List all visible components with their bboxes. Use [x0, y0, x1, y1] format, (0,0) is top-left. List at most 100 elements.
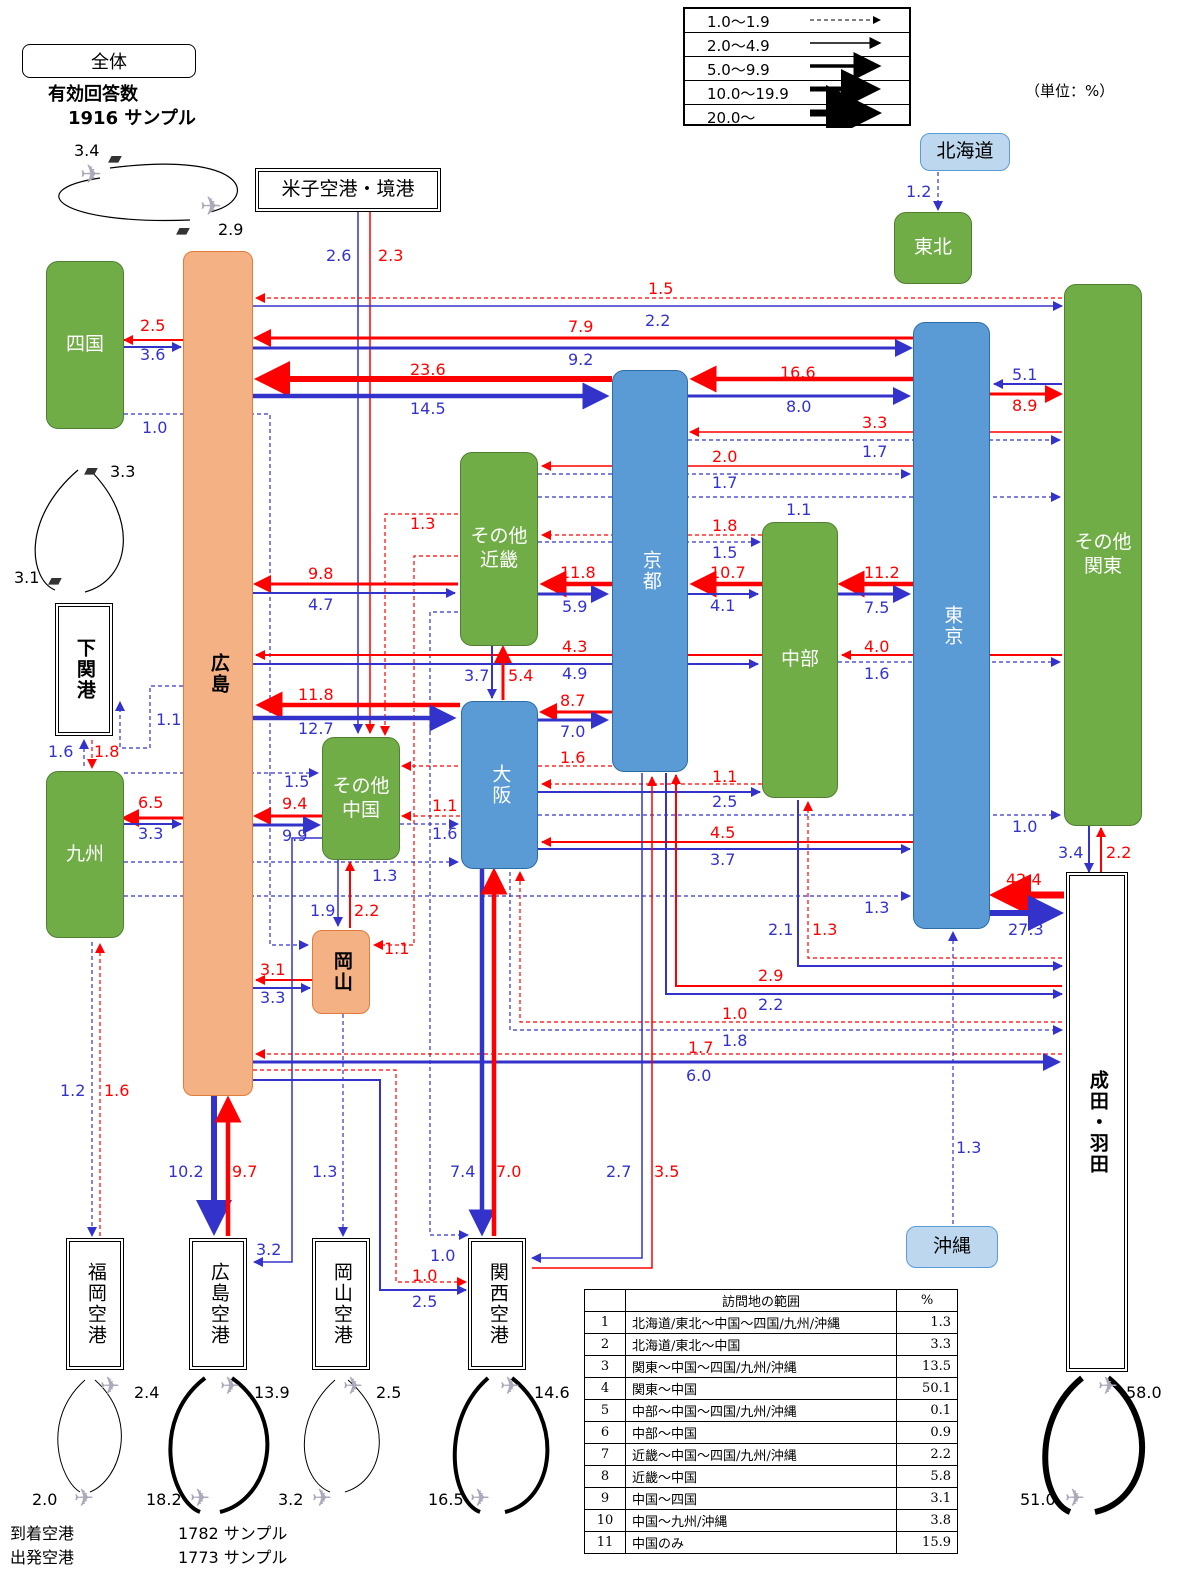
flow-label: 1.5 — [712, 543, 737, 562]
flow-label: 3.1 — [260, 960, 285, 979]
flow-label: 2.5 — [412, 1292, 437, 1311]
flow-label: 1.6 — [560, 748, 585, 767]
flow-label: 1.6 — [864, 664, 889, 683]
table-body: 1北海道/東北〜中国〜四国/九州/沖縄1.32北海道/東北〜中国3.33関東〜中… — [585, 1312, 958, 1554]
flow-label: 16.5 — [428, 1490, 464, 1509]
flow-label: 6.0 — [686, 1066, 711, 1085]
flow-label: 3.3 — [138, 824, 163, 843]
flow-label: 5.4 — [508, 666, 533, 685]
table-cell-no: 6 — [585, 1422, 626, 1444]
table-cell-no: 11 — [585, 1532, 626, 1554]
flow-label: 9.4 — [282, 794, 307, 813]
flow-label: 10.7 — [710, 563, 746, 582]
flow-label: 2.0 — [712, 447, 737, 466]
flow-label: 23.6 — [410, 360, 446, 379]
flow-label: 16.6 — [780, 363, 816, 382]
table-cell-pct: 13.5 — [897, 1356, 958, 1378]
flow-label: 1.5 — [648, 279, 673, 298]
flow-label: 1.1 — [156, 710, 181, 729]
table-cell-range: 北海道/東北〜中国 — [626, 1334, 897, 1356]
visit-range-table: 訪問地の範囲 % 1北海道/東北〜中国〜四国/九州/沖縄1.32北海道/東北〜中… — [584, 1289, 958, 1554]
flow-label: 1.1 — [712, 767, 737, 786]
table-cell-no: 7 — [585, 1444, 626, 1466]
flow-label: 3.4 — [1058, 843, 1083, 862]
table-row: 8近畿〜中国5.8 — [585, 1466, 958, 1488]
flow-label: 1.6 — [432, 824, 457, 843]
flow-label: 2.4 — [134, 1383, 159, 1402]
table-cell-range: 中国のみ — [626, 1532, 897, 1554]
flow-label: 3.1 — [14, 568, 39, 587]
flow-label: 11.8 — [298, 685, 334, 704]
flow-label: 1.8 — [712, 516, 737, 535]
flow-label: 11.8 — [560, 563, 596, 582]
flow-label: 2.6 — [326, 246, 351, 265]
flow-label: 1.1 — [384, 939, 409, 958]
flow-label: 1.3 — [410, 514, 435, 533]
table-cell-range: 中国〜四国 — [626, 1488, 897, 1510]
arrival-label: 到着空港 — [10, 1520, 74, 1544]
flow-label: 11.2 — [864, 563, 900, 582]
flow-label: 2.5 — [376, 1383, 401, 1402]
table-cell-pct: 0.9 — [897, 1422, 958, 1444]
table-header-range: 訪問地の範囲 — [626, 1290, 897, 1312]
flow-label: 3.7 — [710, 850, 735, 869]
table-cell-no: 3 — [585, 1356, 626, 1378]
arrival-sample: 1782 サンプル — [178, 1520, 287, 1544]
flow-label: 10.2 — [168, 1162, 204, 1181]
table-header-row: 訪問地の範囲 % — [585, 1290, 958, 1312]
table-cell-range: 北海道/東北〜中国〜四国/九州/沖縄 — [626, 1312, 897, 1334]
flow-label: 3.2 — [278, 1490, 303, 1509]
flow-label: 1.0 — [722, 1004, 747, 1023]
flow-label: 9.9 — [282, 826, 307, 845]
flow-label: 5.9 — [562, 597, 587, 616]
flow-label: 3.7 — [464, 666, 489, 685]
table-cell-no: 10 — [585, 1510, 626, 1532]
flow-label: 1.0 — [142, 418, 167, 437]
flow-label: 1.1 — [786, 500, 811, 519]
table-cell-pct: 0.1 — [897, 1400, 958, 1422]
flow-label: 27.3 — [1008, 920, 1044, 939]
table-cell-range: 近畿〜中国 — [626, 1466, 897, 1488]
table-cell-range: 中部〜中国 — [626, 1422, 897, 1444]
flow-label: 8.0 — [786, 397, 811, 416]
flow-label: 18.2 — [146, 1490, 182, 1509]
flow-label: 7.9 — [568, 317, 593, 336]
flow-label: 2.3 — [378, 246, 403, 265]
flow-label: 1.3 — [312, 1162, 337, 1181]
departure-sample: 1773 サンプル — [178, 1544, 287, 1568]
flow-label: 1.8 — [94, 742, 119, 761]
flow-label: 1.2 — [906, 182, 931, 201]
table-cell-no: 5 — [585, 1400, 626, 1422]
table-cell-range: 関東〜中国 — [626, 1378, 897, 1400]
table-header-pct: % — [897, 1290, 958, 1312]
table-row: 10中国〜九州/沖縄3.8 — [585, 1510, 958, 1532]
flow-label: 4.0 — [864, 637, 889, 656]
table-cell-pct: 15.9 — [897, 1532, 958, 1554]
table-cell-no: 8 — [585, 1466, 626, 1488]
flow-label: 3.6 — [140, 345, 165, 364]
flow-label: 3.2 — [256, 1240, 281, 1259]
flow-label: 2.2 — [758, 995, 783, 1014]
flow-label: 1.3 — [372, 866, 397, 885]
flow-label: 1.8 — [722, 1031, 747, 1050]
table-cell-no: 9 — [585, 1488, 626, 1510]
flow-label: 58.0 — [1126, 1383, 1162, 1402]
flow-label: 1.7 — [862, 442, 887, 461]
flow-label: 2.2 — [645, 311, 670, 330]
flow-label: 4.5 — [710, 823, 735, 842]
flow-label: 3.5 — [654, 1162, 679, 1181]
flow-label: 1.2 — [60, 1081, 85, 1100]
flow-label: 4.3 — [562, 637, 587, 656]
flow-label: 14.5 — [410, 399, 446, 418]
flow-label: 5.1 — [1012, 365, 1037, 384]
table-cell-pct: 2.2 — [897, 1444, 958, 1466]
flow-label: 1.0 — [430, 1246, 455, 1265]
flow-label: 42.4 — [1006, 870, 1042, 889]
flow-label: 4.9 — [562, 664, 587, 683]
table-cell-pct: 50.1 — [897, 1378, 958, 1400]
